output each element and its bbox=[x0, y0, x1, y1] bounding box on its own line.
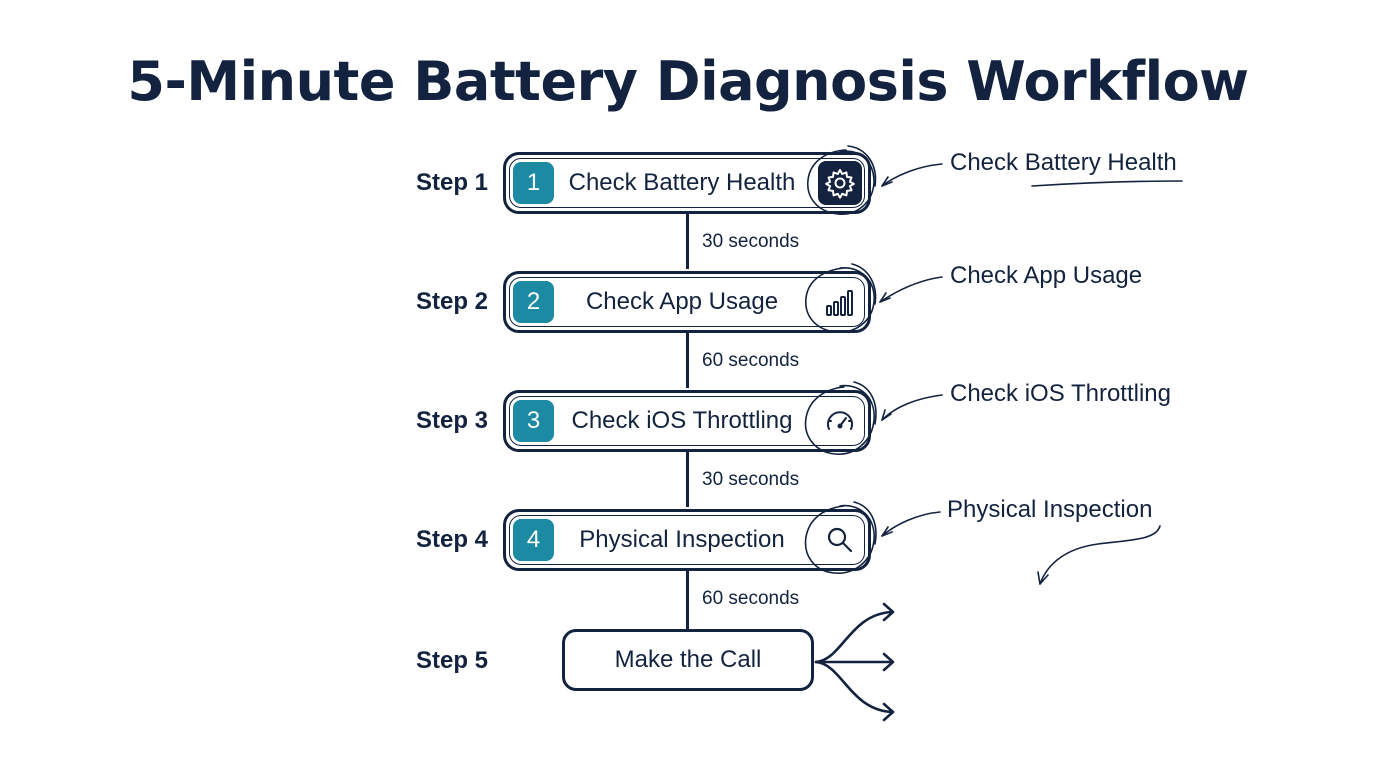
step-1-box: 1 Check Battery Health bbox=[503, 152, 871, 214]
annotation-3: Check iOS Throttling bbox=[950, 380, 1171, 407]
step-2-badge: 2 bbox=[513, 281, 554, 323]
step-1-badge: 1 bbox=[513, 162, 554, 204]
annotation-arrow-3 bbox=[881, 394, 943, 421]
step-3-label: Step 3 bbox=[415, 407, 488, 434]
annotation-arrow-2 bbox=[879, 276, 943, 303]
step-4-box: 4 Physical Inspection bbox=[503, 509, 871, 571]
annotation-4: Physical Inspection bbox=[947, 496, 1153, 523]
duration-1: 30 seconds bbox=[702, 231, 800, 252]
annotation-arrow-1 bbox=[881, 163, 943, 187]
sketch-circle-4 bbox=[804, 501, 877, 574]
annotation-underline bbox=[1031, 180, 1183, 187]
connector-1 bbox=[686, 214, 689, 269]
magnifier-icon bbox=[818, 518, 862, 562]
step-4-label: Step 4 bbox=[415, 526, 488, 553]
connector-4 bbox=[686, 571, 689, 629]
step-1-text: Check Battery Health bbox=[568, 169, 796, 196]
bar-chart-icon bbox=[818, 280, 862, 324]
step-2-box: 2 Check App Usage bbox=[503, 271, 871, 333]
sketch-circle-2 bbox=[805, 263, 877, 333]
connector-2 bbox=[686, 333, 689, 388]
step-4-badge: 4 bbox=[513, 519, 554, 561]
speedometer-icon bbox=[818, 399, 862, 443]
step-3-box: 3 Check iOS Throttling bbox=[503, 390, 871, 452]
diagram-title: 5-Minute Battery Diagnosis Workflow bbox=[127, 50, 1249, 113]
duration-3: 30 seconds bbox=[702, 469, 800, 490]
gear-icon bbox=[818, 161, 862, 205]
sketch-circle-3 bbox=[804, 381, 877, 455]
step-3-badge: 3 bbox=[513, 400, 554, 442]
step-2-label: Step 2 bbox=[415, 288, 488, 315]
annotation-arrow-4 bbox=[881, 511, 941, 537]
step-3-text: Check iOS Throttling bbox=[571, 407, 793, 434]
annotation-2: Check App Usage bbox=[950, 262, 1143, 289]
step-4-text: Physical Inspection bbox=[579, 526, 785, 553]
duration-2: 60 seconds bbox=[702, 350, 800, 371]
final-step-box: Make the Call bbox=[562, 629, 814, 691]
step-2-text: Check App Usage bbox=[585, 288, 779, 315]
duration-4: 60 seconds bbox=[702, 588, 800, 609]
connector-3 bbox=[686, 452, 689, 507]
step-1-label: Step 1 bbox=[415, 169, 488, 196]
branch-arrows bbox=[814, 602, 895, 722]
annotation-1: Check Battery Health bbox=[950, 149, 1177, 176]
sketch-circle-1 bbox=[807, 145, 877, 215]
decorative-arrow bbox=[1039, 525, 1161, 585]
step-5-label: Step 5 bbox=[415, 647, 488, 674]
